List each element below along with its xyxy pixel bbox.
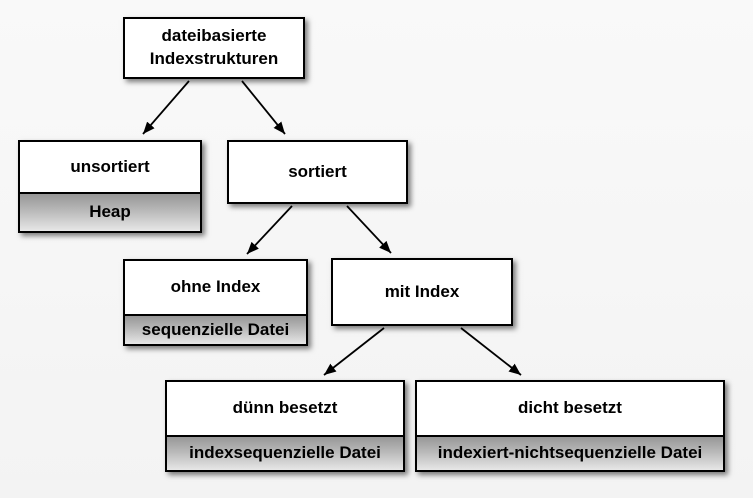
node-duenn-besetzt: dünn besetzt indexsequenzielle Datei <box>165 380 405 472</box>
node-sortiert: sortiert <box>227 140 408 204</box>
node-unsortiert-sublabel: Heap <box>20 192 200 231</box>
node-sortiert-label: sortiert <box>288 161 347 181</box>
node-duenn-besetzt-label: dünn besetzt <box>232 398 338 418</box>
node-unsortiert-label: unsortiert <box>70 156 150 176</box>
node-dicht-besetzt-label: dicht besetzt <box>518 398 622 418</box>
node-ohne-index-label: ohne Index <box>170 277 261 297</box>
edge-mit-index-dicht <box>460 327 522 376</box>
edge-mit-index-duenn <box>323 327 385 376</box>
edge-sortiert-ohne-index <box>246 205 293 255</box>
node-root: dateibasierte Indexstrukturen <box>123 17 305 79</box>
node-dicht-besetzt: dicht besetzt indexiert-nichtsequenziell… <box>415 380 725 472</box>
node-ohne-index: ohne Index sequenzielle Datei <box>123 259 308 346</box>
node-duenn-besetzt-sublabel: indexsequenzielle Datei <box>167 435 403 470</box>
node-root-label: dateibasierte Indexstrukturen <box>149 26 279 68</box>
node-mit-index-label: mit Index <box>384 281 460 301</box>
edge-root-unsortiert <box>142 80 190 135</box>
node-dicht-besetzt-sublabel: indexiert-nichtsequenzielle Datei <box>417 435 723 470</box>
node-ohne-index-sublabel: sequenzielle Datei <box>125 314 306 344</box>
node-mit-index: mit Index <box>331 258 513 326</box>
edge-sortiert-mit-index <box>346 205 392 254</box>
node-unsortiert: unsortiert Heap <box>18 140 202 233</box>
edge-root-sortiert <box>241 80 286 135</box>
